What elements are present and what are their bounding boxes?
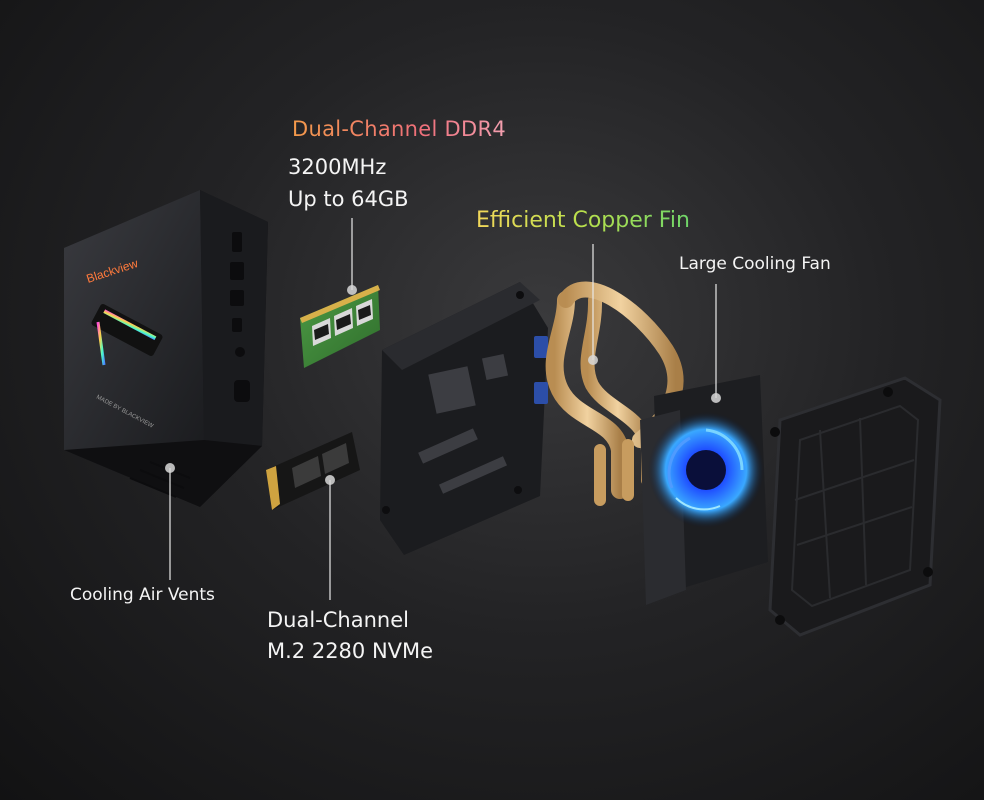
ddr4-title-label: Dual-Channel DDR4 <box>292 117 507 141</box>
motherboard <box>380 282 548 555</box>
callout-lines <box>165 218 721 600</box>
mini-pc-case: Blackview MADE BY BLACKVIEW <box>64 190 268 507</box>
copper-fin-label: Efficient Copper Fin <box>476 208 690 233</box>
nvme-ssd <box>266 432 360 510</box>
air-vents-label: Cooling Air Vents <box>70 585 215 605</box>
nvme-line2-label: M.2 2280 NVMe <box>267 639 434 663</box>
bottom-cover <box>768 376 942 637</box>
cooling-fan <box>640 375 768 605</box>
nvme-line1-label: Dual-Channel <box>267 608 409 632</box>
ddr4-capacity-label: Up to 64GB <box>288 187 409 211</box>
cooling-fan-label: Large Cooling Fan <box>679 254 831 274</box>
ddr4-speed-label: 3200MHz <box>288 155 387 179</box>
ram-module <box>300 285 380 368</box>
